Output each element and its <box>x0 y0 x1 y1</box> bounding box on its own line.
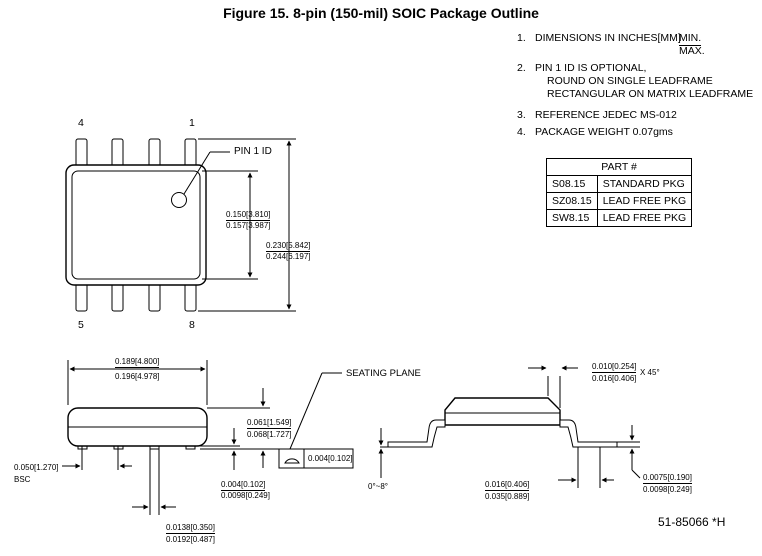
chamfer-min: 0.010[0.254] <box>592 362 637 373</box>
pin-label-5: 5 <box>78 319 84 331</box>
note-min-label: MIN. <box>679 32 702 46</box>
note-text: REFERENCE JEDEC MS-012 <box>535 109 677 121</box>
top-view <box>65 138 296 312</box>
overall-width-max: 0.244[6.197] <box>266 252 311 261</box>
note-text: PIN 1 ID IS OPTIONAL, <box>535 62 647 74</box>
standoff-max: 0.0098[0.249] <box>221 491 270 500</box>
note-text: DIMENSIONS IN INCHES[MM] <box>535 32 681 44</box>
note-number: 4. <box>517 126 526 138</box>
foot-length-max: 0.035[0.889] <box>485 492 530 501</box>
pitch-value: 0.050[1.270] <box>14 463 59 472</box>
table-row: SZ08.15 LEAD FREE PKG <box>546 192 693 210</box>
end-body <box>444 397 561 426</box>
end-lead-left <box>387 419 446 448</box>
height-min: 0.061[1.549] <box>247 418 292 429</box>
end-view <box>378 365 641 488</box>
lead-thickness-max: 0.0098[0.249] <box>643 485 692 494</box>
length-min: 0.189[4.800] <box>115 357 160 368</box>
document-number: 51-85066 *H <box>658 515 726 529</box>
part-description: LEAD FREE PKG <box>596 209 693 227</box>
table-row: S08.15 STANDARD PKG <box>546 175 693 193</box>
pin-label-1: 1 <box>189 117 195 129</box>
foot-length-min: 0.016[0.406] <box>485 480 530 491</box>
note-text: PACKAGE WEIGHT 0.07gms <box>535 126 673 138</box>
end-lead-right <box>559 419 618 448</box>
side-view <box>62 360 354 515</box>
pitch-note: BSC <box>14 475 31 484</box>
seating-plane-leader <box>289 372 323 450</box>
seating-plane-label: SEATING PLANE <box>346 368 421 379</box>
pin1-id-label: PIN 1 ID <box>234 146 272 157</box>
part-description: LEAD FREE PKG <box>596 192 693 210</box>
overall-width-min: 0.230[5.842] <box>266 241 311 252</box>
part-code: SZ08.15 <box>546 192 598 210</box>
pin-label-4: 4 <box>78 117 84 129</box>
flatness-symbol <box>284 458 300 464</box>
pin1-leader <box>183 151 211 195</box>
standoff-min: 0.004[0.102] <box>221 480 266 491</box>
note-number: 3. <box>517 109 526 121</box>
bottom-leads <box>75 282 197 312</box>
note-1: 1. DIMENSIONS IN INCHES[MM] MIN. MAX. <box>517 32 747 58</box>
note-3: 3. REFERENCE JEDEC MS-012 <box>517 109 747 122</box>
coplanarity-value: 0.004[0.102] <box>308 454 353 463</box>
figure-title: Figure 15. 8-pin (150-mil) SOIC Package … <box>223 5 539 21</box>
part-code: SW8.15 <box>546 209 598 227</box>
note-max-label: MAX. <box>679 45 705 57</box>
coplanarity-box <box>278 448 354 469</box>
chamfer-angle: X 45° <box>640 368 660 377</box>
table-row: SW8.15 LEAD FREE PKG <box>546 209 693 227</box>
note-text: ROUND ON SINGLE LEADFRAME <box>547 75 713 87</box>
pin1-marker <box>171 192 187 208</box>
lead-width-min: 0.0138[0.350] <box>166 523 215 534</box>
note-text: RECTANGULAR ON MATRIX LEADFRAME <box>547 88 754 100</box>
height-max: 0.068[1.727] <box>247 430 292 439</box>
body-width-max: 0.157[3.987] <box>226 221 271 230</box>
top-leads <box>75 138 197 168</box>
body-width-min: 0.150[3.810] <box>226 210 271 221</box>
lead-width-max: 0.0192[0.487] <box>166 535 215 544</box>
package-body-outer <box>65 164 207 286</box>
package-body-inner <box>71 170 201 280</box>
length-max: 0.196[4.978] <box>115 372 160 381</box>
foot-angle-label: 0°~8° <box>368 482 388 491</box>
part-number-table: PART # S08.15 STANDARD PKG SZ08.15 LEAD … <box>545 158 693 227</box>
pin-label-8: 8 <box>189 319 195 331</box>
note-number: 1. <box>517 32 526 44</box>
note-4: 4. PACKAGE WEIGHT 0.07gms <box>517 126 747 139</box>
note-number: 2. <box>517 62 526 74</box>
lead-thickness-min: 0.0075[0.190] <box>643 473 692 484</box>
note-2: 2. PIN 1 ID IS OPTIONAL, ROUND ON SINGLE… <box>517 62 757 101</box>
chamfer-max: 0.016[0.406] <box>592 374 637 383</box>
